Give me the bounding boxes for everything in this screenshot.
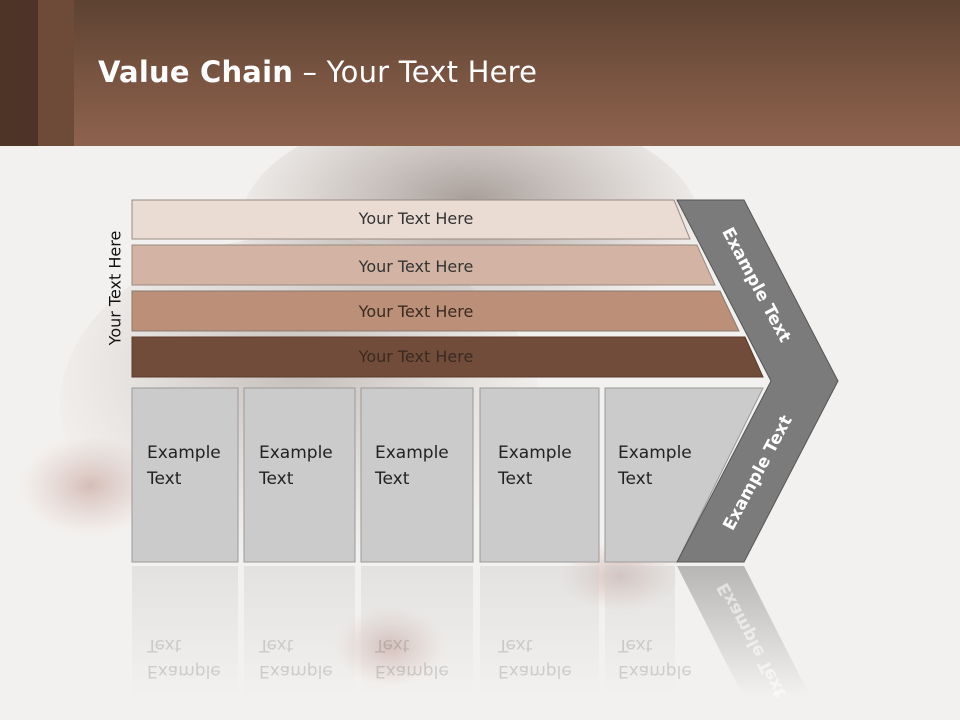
card-1-reflection xyxy=(132,566,238,696)
card-2-refl-line2: Text xyxy=(259,635,294,655)
card-2-refl-line1: Example xyxy=(259,661,333,681)
card-3-line1: Example xyxy=(375,443,449,463)
card-4 xyxy=(479,387,600,563)
card-1-line1: Example xyxy=(147,443,221,463)
card-3-refl-line1: Example xyxy=(375,661,449,681)
band-2 xyxy=(131,244,716,286)
banner-accent-light xyxy=(38,0,74,146)
card-4-reflection-text: Example Text xyxy=(498,632,572,684)
card-5-reflection xyxy=(605,566,675,696)
band-4 xyxy=(131,336,764,378)
card-3-reflection xyxy=(361,566,473,696)
title-banner: Value Chain – Your Text Here xyxy=(0,0,960,146)
card-3-reflection-text: Example Text xyxy=(375,632,449,684)
chevron-arrow xyxy=(676,199,839,563)
card-2 xyxy=(243,387,356,563)
band-4-label: Your Text Here xyxy=(358,347,474,366)
card-5-refl-line2: Text xyxy=(618,635,653,655)
card-2-reflection-text: Example Text xyxy=(259,632,333,684)
band-3 xyxy=(131,290,740,332)
card-3 xyxy=(360,387,474,563)
chevron-arrow-reflection xyxy=(677,566,810,696)
card-1-reflection-text: Example Text xyxy=(147,632,221,684)
band-2-label: Your Text Here xyxy=(358,257,474,276)
card-4-line2: Text xyxy=(498,469,533,489)
band-1-label: Your Text Here xyxy=(358,209,474,228)
card-3-refl-line2: Text xyxy=(375,635,410,655)
card-1-line2: Text xyxy=(147,469,182,489)
card-4-reflection xyxy=(480,566,599,696)
card-4-line1: Example xyxy=(498,443,572,463)
card-1-refl-line2: Text xyxy=(147,635,182,655)
band-3-label: Your Text Here xyxy=(358,302,474,321)
title-rest: – Your Text Here xyxy=(293,55,538,89)
card-1 xyxy=(131,387,239,563)
card-4-refl-line1: Example xyxy=(498,661,572,681)
card-4-refl-line2: Text xyxy=(498,635,533,655)
title-bold: Value Chain xyxy=(98,55,294,89)
slide-title: Value Chain – Your Text Here xyxy=(98,55,537,89)
card-5-line2: Text xyxy=(618,469,653,489)
card-5-line1: Example xyxy=(618,443,692,463)
card-5-reflection-text: Example Text xyxy=(618,632,692,684)
band-1 xyxy=(131,199,691,240)
card-2-line2: Text xyxy=(259,469,294,489)
card-2-line1: Example xyxy=(259,443,333,463)
card-3-line2: Text xyxy=(375,469,410,489)
card-5-refl-line1: Example xyxy=(618,661,692,681)
card-2-reflection xyxy=(244,566,355,696)
banner-accent-dark xyxy=(0,0,38,146)
card-1-refl-line1: Example xyxy=(147,661,221,681)
